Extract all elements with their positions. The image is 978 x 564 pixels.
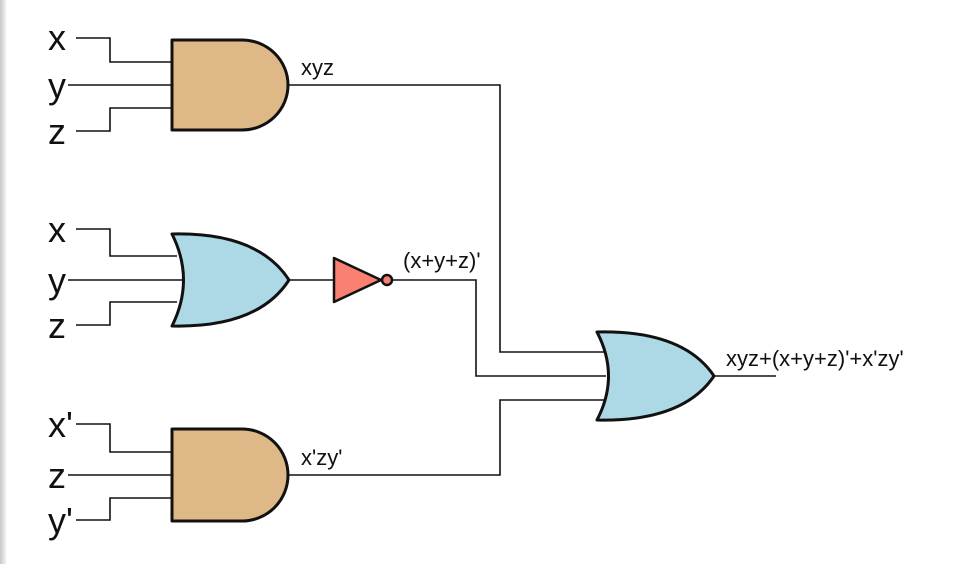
g3-input-z: z [48,455,66,496]
gate1-input-wires [68,37,172,132]
g1-input-z: z [48,111,66,152]
wire-g3-yp [76,497,172,521]
not-gate-bubble [380,273,394,287]
wire-g2-z [76,301,177,326]
g2-input-x: x [48,209,66,250]
wire-xyz [289,84,606,353]
final-output-label: xyz+(x+y+z)'+x'zy' [726,346,904,371]
wire-g1-z [76,107,172,132]
g2-input-y: y [48,260,66,301]
and-gate-3 [170,427,290,523]
wire-xpzyp [289,399,606,476]
g2-input-z: z [48,305,66,346]
g1-input-x: x [48,17,66,58]
wire-g2-x [76,228,177,257]
g2-output-label: (x+y+z)' [403,248,481,273]
g3-input-yprime: y' [48,500,73,541]
or-gate-2 [170,232,291,328]
wire-g1-x [76,37,172,63]
or-gate-final [595,330,716,422]
gate2-input-wires [68,228,184,326]
g1-input-y: y [48,65,66,106]
not-gate [332,256,383,304]
g1-output-label: xyz [301,55,334,80]
g3-output-label: x'zy' [301,445,342,470]
wire-g3-xp [76,423,172,453]
window-edge [0,0,6,564]
gate3-input-wires [68,423,172,521]
wire-not-output [392,279,606,377]
g3-input-xprime: x' [48,404,73,445]
and-gate-1 [170,38,290,132]
